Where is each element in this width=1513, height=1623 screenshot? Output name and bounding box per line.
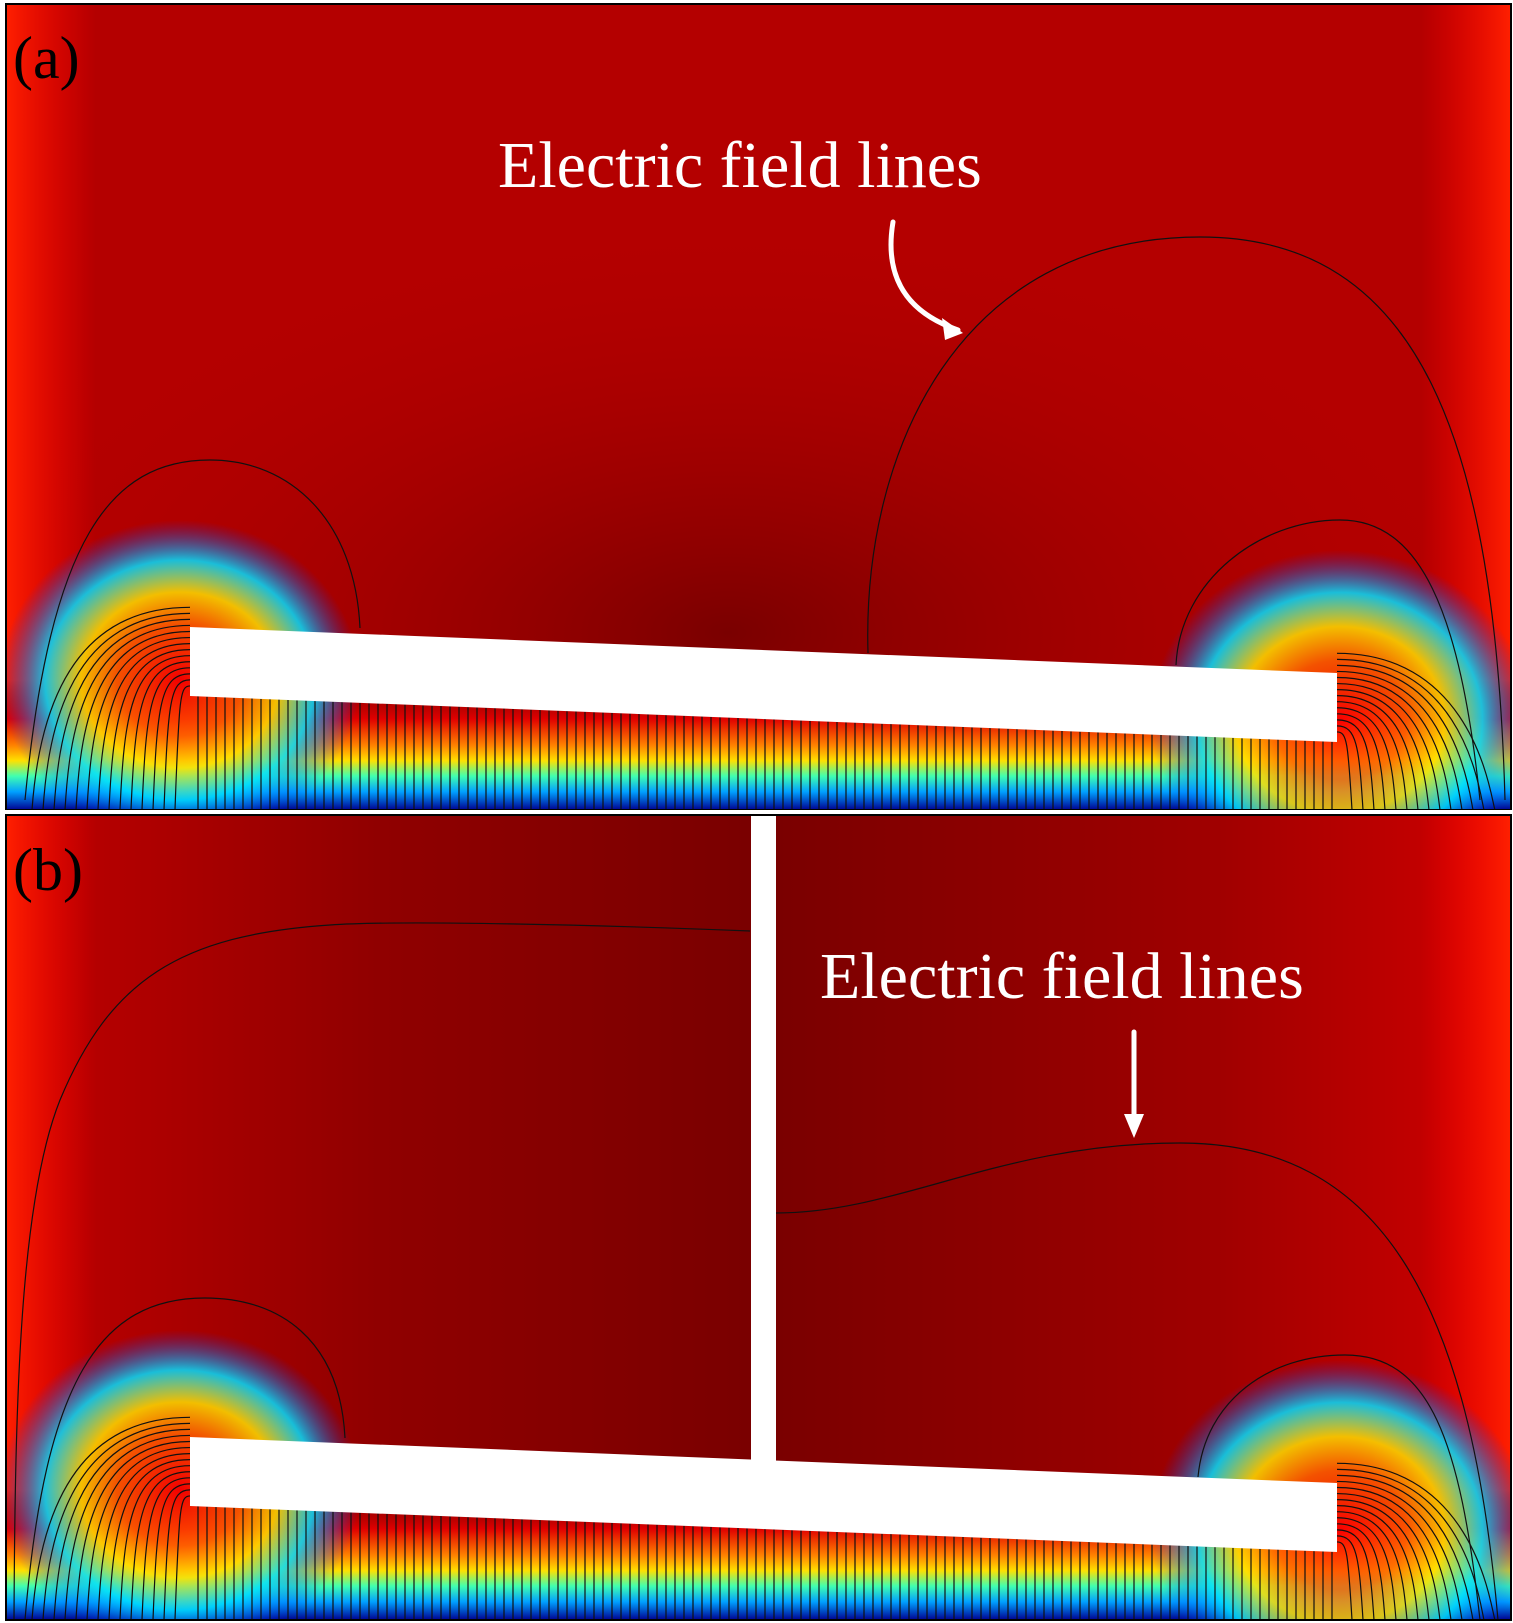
field-line xyxy=(1336,682,1441,810)
field-line xyxy=(53,1428,191,1620)
panel-a-electrode xyxy=(190,627,1337,742)
panel-a-label: (a) xyxy=(13,25,80,91)
field-line xyxy=(130,1471,191,1620)
panel-a-right-loop-field-line xyxy=(1175,519,1481,801)
panel-b-vertical-electrode xyxy=(751,815,776,1475)
panel-b-annotation: Electric field lines xyxy=(820,940,1304,1013)
panel-a: (a) Electric field lines xyxy=(6,4,1511,810)
panel-b-arrowhead-icon xyxy=(1124,1114,1144,1138)
field-line xyxy=(75,1440,191,1620)
panel-b: (b) Electric field lines xyxy=(6,815,1511,1620)
field-line xyxy=(1336,1474,1474,1620)
field-line xyxy=(119,655,191,810)
field-line xyxy=(1336,676,1452,810)
field-line xyxy=(1336,1529,1375,1620)
panel-a-big-field-line xyxy=(867,236,1506,801)
field-line xyxy=(1336,658,1485,810)
field-line xyxy=(97,643,191,810)
panel-b-left-loop-field-line xyxy=(24,1297,346,1620)
field-line xyxy=(1336,707,1397,810)
field-line xyxy=(1336,731,1353,810)
field-line xyxy=(1336,664,1474,810)
field-line xyxy=(97,1453,191,1620)
field-line xyxy=(152,673,191,810)
panel-a-arrow-icon xyxy=(888,219,961,333)
field-line xyxy=(1336,1480,1463,1620)
field-line xyxy=(1336,1499,1430,1620)
field-line xyxy=(1336,725,1364,810)
panel-b-label: (b) xyxy=(13,837,83,903)
field-line xyxy=(1336,719,1375,810)
field-line xyxy=(42,1422,191,1620)
panel-b-top-left-field-line xyxy=(13,922,751,1620)
field-line xyxy=(163,1489,191,1620)
field-line xyxy=(86,1446,191,1620)
field-line xyxy=(1336,713,1386,810)
field-line xyxy=(1336,670,1463,810)
field-line xyxy=(31,606,191,810)
field-line xyxy=(108,649,191,810)
field-line xyxy=(31,1416,191,1620)
field-line xyxy=(86,636,191,810)
field-line xyxy=(1336,1492,1441,1620)
field-line xyxy=(141,1477,191,1620)
field-line xyxy=(1336,1505,1419,1620)
field-line xyxy=(130,661,191,810)
field-line xyxy=(141,667,191,810)
panel-a-annotation: Electric field lines xyxy=(498,129,982,202)
field-line xyxy=(152,1483,191,1620)
panel-b-electrode xyxy=(190,1437,1337,1552)
field-line xyxy=(1336,701,1408,810)
field-line xyxy=(75,630,191,810)
field-line xyxy=(1336,1541,1353,1620)
field-line xyxy=(119,1465,191,1620)
field-line xyxy=(163,679,191,810)
field-line xyxy=(174,1495,191,1620)
field-line xyxy=(1336,1462,1496,1620)
panel-a-arrowhead-icon xyxy=(942,318,963,340)
field-line xyxy=(108,1459,191,1620)
panel-b-right-loop-field-line xyxy=(1197,1354,1481,1620)
panel-b-field-lines xyxy=(31,1416,1496,1620)
panel-a-left-loop-field-line xyxy=(24,459,361,801)
field-line xyxy=(1336,695,1419,810)
field-line xyxy=(42,612,191,810)
panel-a-field-lines xyxy=(31,606,1496,810)
panel-separator xyxy=(0,810,1513,815)
field-line xyxy=(64,624,191,810)
panel-b-right-field-line xyxy=(775,1142,1499,1620)
field-line xyxy=(1336,1511,1408,1620)
field-line xyxy=(64,1434,191,1620)
field-line xyxy=(1336,1468,1485,1620)
panel-b-frame xyxy=(5,814,1512,1621)
field-line xyxy=(174,685,191,810)
field-line xyxy=(53,618,191,810)
field-line xyxy=(1336,652,1496,810)
field-line xyxy=(1336,1523,1386,1620)
field-line xyxy=(1336,1535,1364,1620)
field-line xyxy=(1336,1486,1452,1620)
field-line xyxy=(1336,689,1430,810)
field-line xyxy=(1336,1517,1397,1620)
